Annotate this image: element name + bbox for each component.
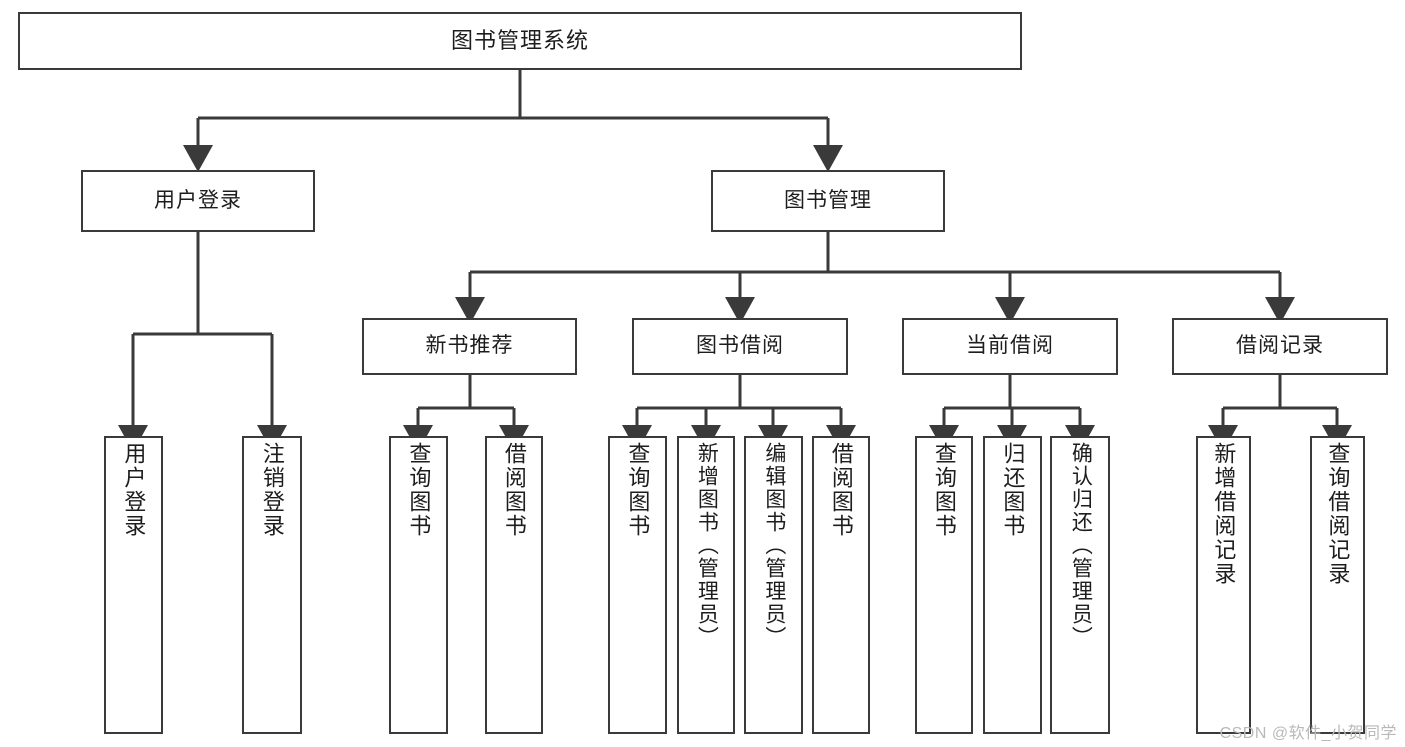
node-label: 查询图书 xyxy=(931,442,957,538)
node-label: 图书管理系统 xyxy=(450,28,589,54)
node-label: 注销登录 xyxy=(259,442,285,538)
leaf-borrow-book[interactable]: 借阅图书 xyxy=(812,436,870,734)
node-root-system[interactable]: 图书管理系统 xyxy=(18,12,1022,70)
node-label: 图书借阅 xyxy=(696,334,784,358)
node-label: 图书管理 xyxy=(784,188,872,212)
leaf-logout[interactable]: 注销登录 xyxy=(242,436,302,734)
node-label: 查询图书 xyxy=(625,442,651,538)
leaf-edit-book-admin[interactable]: 编辑图书（管理员） xyxy=(744,436,803,734)
node-label: 借阅图书 xyxy=(828,442,854,538)
node-user-login[interactable]: 用户登录 xyxy=(81,170,315,232)
node-label: 当前借阅 xyxy=(966,334,1054,358)
node-label: 新书推荐 xyxy=(425,334,514,358)
leaf-user-login[interactable]: 用户登录 xyxy=(104,436,163,734)
node-label: 借阅图书 xyxy=(501,442,527,538)
leaf-query-book-recommend[interactable]: 查询图书 xyxy=(389,436,448,734)
node-borrow-record[interactable]: 借阅记录 xyxy=(1172,318,1388,375)
node-book-management[interactable]: 图书管理 xyxy=(711,170,945,232)
node-current-borrow[interactable]: 当前借阅 xyxy=(902,318,1118,375)
node-label: 查询借阅记录 xyxy=(1325,442,1351,586)
leaf-query-book-current[interactable]: 查询图书 xyxy=(915,436,973,734)
leaf-confirm-return-admin[interactable]: 确认归还（管理员） xyxy=(1050,436,1110,734)
node-label: 用户登录 xyxy=(121,442,147,538)
node-label: 归还图书 xyxy=(1000,442,1026,538)
node-label: 用户登录 xyxy=(154,188,242,212)
node-label: 编辑图书（管理员） xyxy=(762,442,786,649)
leaf-query-book-borrow[interactable]: 查询图书 xyxy=(608,436,667,734)
leaf-borrow-book-recommend[interactable]: 借阅图书 xyxy=(485,436,543,734)
leaf-add-book-admin[interactable]: 新增图书（管理员） xyxy=(677,436,735,734)
node-label: 新增借阅记录 xyxy=(1211,442,1237,586)
node-label: 新增图书（管理员） xyxy=(695,442,719,649)
watermark: CSDN @软件_小贺同学 xyxy=(1219,725,1397,742)
node-label: 查询图书 xyxy=(406,442,432,538)
node-label: 确认归还（管理员） xyxy=(1069,442,1093,649)
leaf-return-book[interactable]: 归还图书 xyxy=(983,436,1042,734)
node-label: 借阅记录 xyxy=(1236,334,1324,358)
leaf-query-borrow-record[interactable]: 查询借阅记录 xyxy=(1310,436,1365,734)
node-book-borrow[interactable]: 图书借阅 xyxy=(632,318,848,375)
leaf-add-borrow-record[interactable]: 新增借阅记录 xyxy=(1196,436,1251,734)
node-new-book-recommend[interactable]: 新书推荐 xyxy=(362,318,577,375)
